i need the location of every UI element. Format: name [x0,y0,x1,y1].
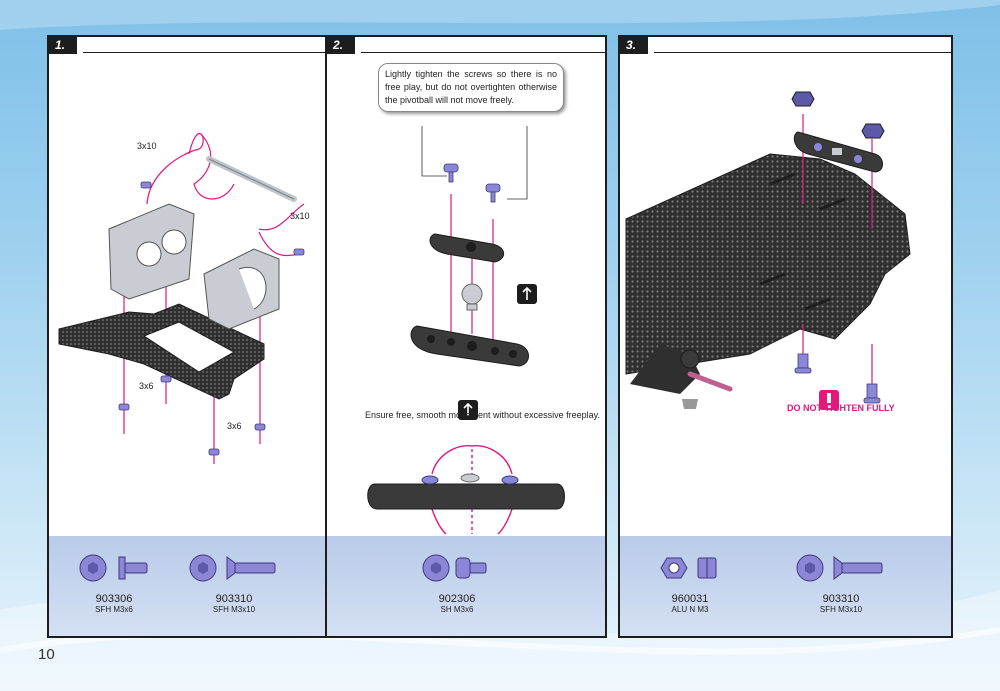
hardware-item: 960031 ALU N M3 [660,554,720,614]
step-3-illustration [625,91,911,410]
dimension-label: 3x10 [137,141,157,151]
dimension-label: 3x6 [227,421,242,431]
step-number: 2. [327,37,355,54]
allen-key-icon [517,284,537,304]
warning-text: DO NOT TIGHTEN FULLY [787,403,895,413]
step-number: 1. [49,37,77,54]
page-number: 10 [38,646,55,663]
hardware-strip: 902306 SH M3x6 [327,536,605,636]
part-description: SFH M3x10 [819,605,863,614]
step-divider [83,52,327,53]
part-description: SFH M3x6 [95,605,133,614]
step-1-panel: 1. [47,35,329,638]
hardware-item: 903310 SFH M3x10 [796,554,886,614]
assembly-callout: Lightly tighten the screws so there is n… [378,63,564,112]
movement-note: Ensure free, smooth movement without exc… [365,410,600,420]
countersunk-screw-icon [796,554,883,582]
countersunk-screw-icon [189,554,276,582]
part-number: 902306 [438,593,476,605]
step-3-panel: 3. [618,35,953,638]
warning-icon [819,390,839,410]
hardware-item: 903306 SFH M3x6 [79,554,149,614]
nut-icon [660,557,717,579]
hardware-strip: 960031 ALU N M3 903310 SFH M3x10 [620,536,951,636]
step-2-illustration [367,126,565,534]
step-2-panel: 2. Lightly tighten the screws so there i… [325,35,607,638]
part-description: ALU N M3 [671,605,709,614]
hardware-item: 902306 SH M3x6 [422,554,492,614]
dimension-label: 3x10 [290,211,310,221]
socket-head-screw-icon [422,554,487,582]
part-number: 960031 [671,593,709,605]
part-description: SFH M3x10 [212,605,256,614]
part-number: 903306 [95,593,133,605]
hardware-strip: 903306 SFH M3x6 903310 SFH M3x10 [49,536,327,636]
part-number: 903310 [822,593,860,605]
step-divider [361,52,605,53]
part-description: SH M3x6 [440,605,474,614]
countersunk-screw-icon [79,554,148,582]
dimension-label: 3x6 [139,381,154,391]
step-1-illustration [58,132,305,464]
hardware-item: 903310 SFH M3x10 [189,554,279,614]
part-number: 903310 [215,593,253,605]
step-number: 3. [620,37,648,54]
allen-key-icon [458,400,478,420]
step-divider [654,52,951,53]
